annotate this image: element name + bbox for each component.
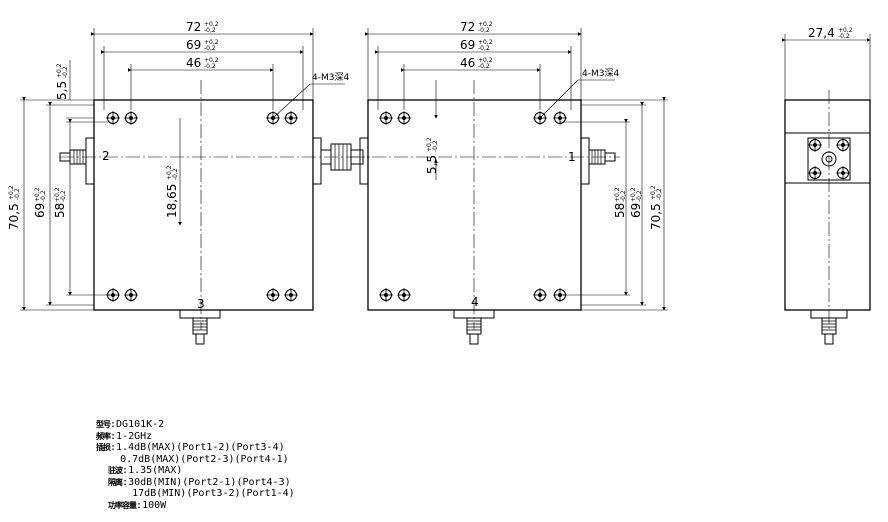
svg-text:-0,2: -0,2 (838, 33, 850, 40)
dim-mid-69-v: 69 (629, 203, 643, 218)
dim-side-27: 27,4 (808, 26, 835, 40)
svg-text:-0,2: -0,2 (432, 140, 439, 152)
port-label-2: 2 (102, 149, 110, 163)
svg-text:+0,2: +0,2 (478, 21, 493, 28)
port-label-3: 3 (197, 297, 205, 311)
side-body (784, 99, 871, 311)
svg-text:-0,2: -0,2 (636, 190, 643, 202)
spec-line: 型号:DG101K-2 (96, 419, 165, 430)
svg-text:+0,2: +0,2 (8, 185, 15, 200)
left-view (20, 28, 370, 345)
spec-value: 17dB(MIN)(Port3-2)(Port1-4) (132, 488, 295, 499)
spec-line: 插损:1.4dB(MAX)(Port1-2)(Port3-4) (96, 442, 285, 453)
port4-connector (466, 317, 482, 345)
svg-text:-0,2: -0,2 (620, 190, 627, 202)
spec-tag: 频率 (96, 431, 111, 441)
dim-mid-46: 46 (460, 56, 475, 70)
svg-text:+0,2: +0,2 (650, 185, 657, 200)
dim-left-5-5: 5,5 (55, 81, 69, 100)
port3-connector (192, 317, 208, 345)
svg-text:+0,2: +0,2 (426, 137, 433, 152)
svg-text:-0,2: -0,2 (478, 27, 490, 34)
spec-value: 1.4dB(MAX)(Port1-2)(Port3-4) (116, 442, 285, 453)
svg-text:-0,2: -0,2 (172, 168, 179, 180)
dim-left-46: 46 (186, 56, 201, 70)
port-label-1: 1 (568, 150, 576, 164)
dim-mid-58: 58 (613, 203, 627, 218)
spec-value: 1-2GHz (116, 430, 153, 442)
spec-tag: 型号 (96, 420, 111, 429)
spec-tag: 驻波 (108, 466, 123, 475)
svg-text:-0,2: -0,2 (204, 63, 216, 70)
spec-line: 驻波:1.35(MAX) (108, 465, 183, 476)
spec-value: 1.35(MAX) (128, 465, 183, 476)
svg-text:+0,2: +0,2 (838, 27, 853, 34)
svg-text:+0,2: +0,2 (204, 39, 219, 46)
dim-left-72: 72 (186, 20, 201, 34)
dim-left-18-65: 18,65 (165, 184, 179, 218)
dim-mid-5-5: 5,5 (425, 155, 439, 174)
svg-text:+0,2: +0,2 (478, 57, 493, 64)
spec-line: 0.7dB(MAX)(Port2-3)(Port4-1) (96, 454, 295, 466)
svg-text:+0,2: +0,2 (630, 187, 637, 202)
hole-label-mid: 4-M3深4 (582, 68, 619, 79)
dim-mid-69: 69 (460, 38, 475, 52)
dim-mid-72: 72 (460, 20, 475, 34)
side-view (782, 34, 871, 345)
dim-left-70-5: 70,5 (7, 203, 21, 230)
middle-body (367, 99, 582, 311)
svg-text:+0,2: +0,2 (54, 187, 61, 202)
middle-view (350, 28, 668, 345)
svg-text:-0,2: -0,2 (62, 66, 69, 78)
spec-line: 频率:1-2GHz (96, 430, 153, 442)
spec-value: DG101K-2 (116, 419, 165, 430)
svg-text:-0,2: -0,2 (40, 190, 47, 202)
spec-line: 隔离:30dB(MIN)(Port2-1)(Port4-3) (108, 476, 291, 488)
svg-text:-0,2: -0,2 (14, 188, 21, 200)
svg-text:+0,2: +0,2 (56, 63, 63, 78)
svg-text:-0,2: -0,2 (204, 45, 216, 52)
spec-value: 0.7dB(MAX)(Port2-3)(Port4-1) (120, 453, 289, 465)
spec-line: 功率容量:100W (108, 499, 167, 511)
dim-left-69: 69 (186, 38, 201, 52)
svg-text:-0,2: -0,2 (60, 190, 67, 202)
dim-left-58: 58 (53, 203, 67, 218)
svg-text:+0,2: +0,2 (614, 187, 621, 202)
spec-value: 30dB(MIN)(Port2-1)(Port4-3) (128, 476, 291, 488)
svg-text:+0,2: +0,2 (34, 187, 41, 202)
svg-text:-0,2: -0,2 (656, 188, 663, 200)
svg-text:+0,2: +0,2 (166, 165, 173, 180)
hole-label-left: 4-M3深4 (312, 72, 349, 83)
svg-text:+0,2: +0,2 (478, 39, 493, 46)
dim-left-69-v: 69 (33, 203, 47, 218)
svg-text:-0,2: -0,2 (204, 27, 216, 34)
spec-line: 17dB(MIN)(Port3-2)(Port1-4) (96, 488, 295, 500)
spec-tag: 功率容量 (108, 500, 137, 510)
port-label-4: 4 (471, 295, 479, 309)
svg-text:-0,2: -0,2 (478, 63, 490, 70)
spec-value: 100W (142, 499, 167, 511)
dim-mid-70-5: 70,5 (649, 203, 663, 230)
svg-text:-0,2: -0,2 (478, 45, 490, 52)
spec-tag: 插损 (96, 443, 111, 452)
left-body (93, 99, 314, 311)
svg-text:+0,2: +0,2 (204, 21, 219, 28)
spec-tag: 隔离 (108, 477, 123, 487)
svg-text:+0,2: +0,2 (204, 57, 219, 64)
